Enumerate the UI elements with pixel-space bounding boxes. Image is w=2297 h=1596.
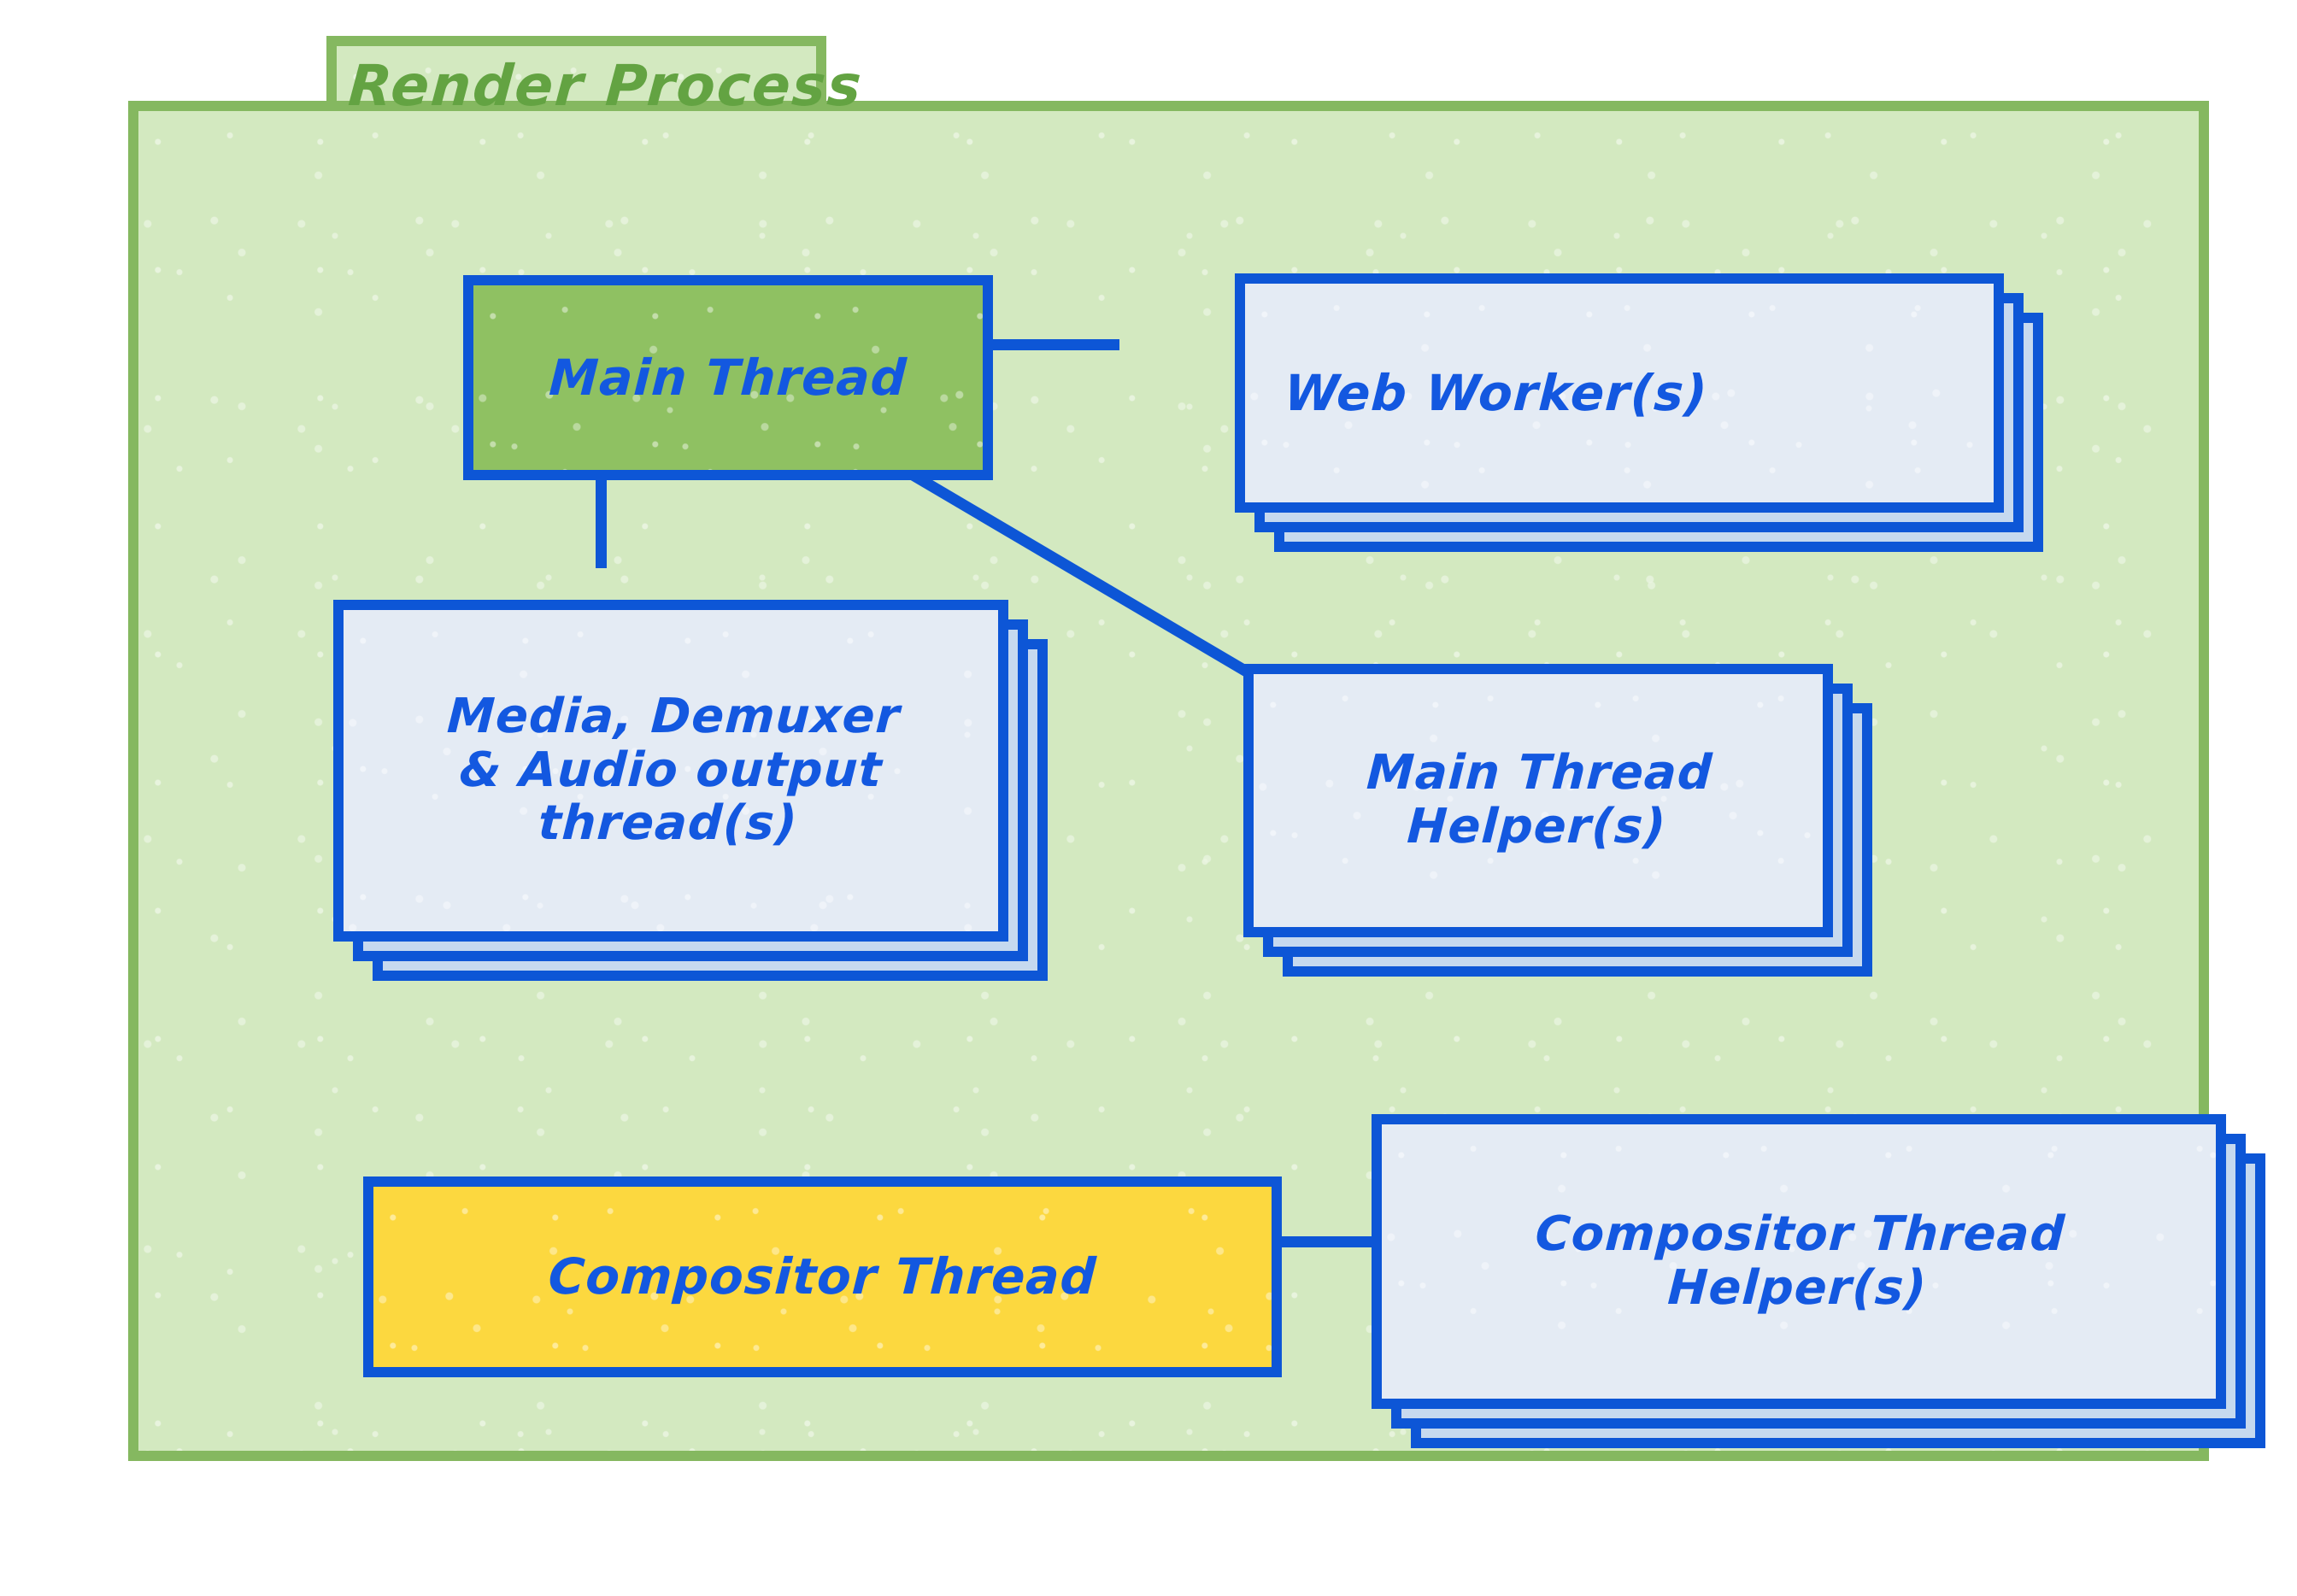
node-main-thread-helper[interactable]: Main Thread Helper(s) (1243, 664, 1872, 977)
node-web-worker-surface: Web Worker(s) (1235, 273, 2004, 513)
node-compositor-thread-helper-label: Compositor Thread Helper(s) (1534, 1206, 2067, 1316)
node-compositor-thread-label: Compositor Thread (547, 1247, 1099, 1306)
node-main-thread-surface: Main Thread (463, 275, 993, 480)
node-compositor-thread[interactable]: Compositor Thread (363, 1176, 1282, 1377)
connector-compositor-to-compositor-helper (1273, 1236, 1384, 1247)
node-compositor-thread-surface: Compositor Thread (363, 1176, 1282, 1377)
process-title: Render Process (346, 53, 866, 119)
node-main-thread-helper-surface: Main Thread Helper(s) (1243, 664, 1833, 937)
node-compositor-thread-helper[interactable]: Compositor Thread Helper(s) (1372, 1114, 2265, 1448)
node-media-demuxer-audio-label: Media, Demuxer & Audio output thread(s) (445, 688, 902, 852)
node-media-demuxer-audio-surface: Media, Demuxer & Audio output thread(s) (333, 600, 1008, 942)
node-main-thread-label: Main Thread (547, 348, 909, 407)
render-process-container: Render Process Main Thread Web Worker(s) (128, 36, 2265, 1461)
node-compositor-thread-helper-surface: Compositor Thread Helper(s) (1372, 1114, 2226, 1409)
node-web-worker-label: Web Worker(s) (1283, 363, 1710, 422)
node-main-thread-helper-label: Main Thread Helper(s) (1365, 745, 1714, 854)
node-media-demuxer-audio[interactable]: Media, Demuxer & Audio output thread(s) (333, 600, 1048, 981)
node-main-thread[interactable]: Main Thread (463, 275, 993, 480)
node-web-worker[interactable]: Web Worker(s) (1235, 273, 2043, 552)
